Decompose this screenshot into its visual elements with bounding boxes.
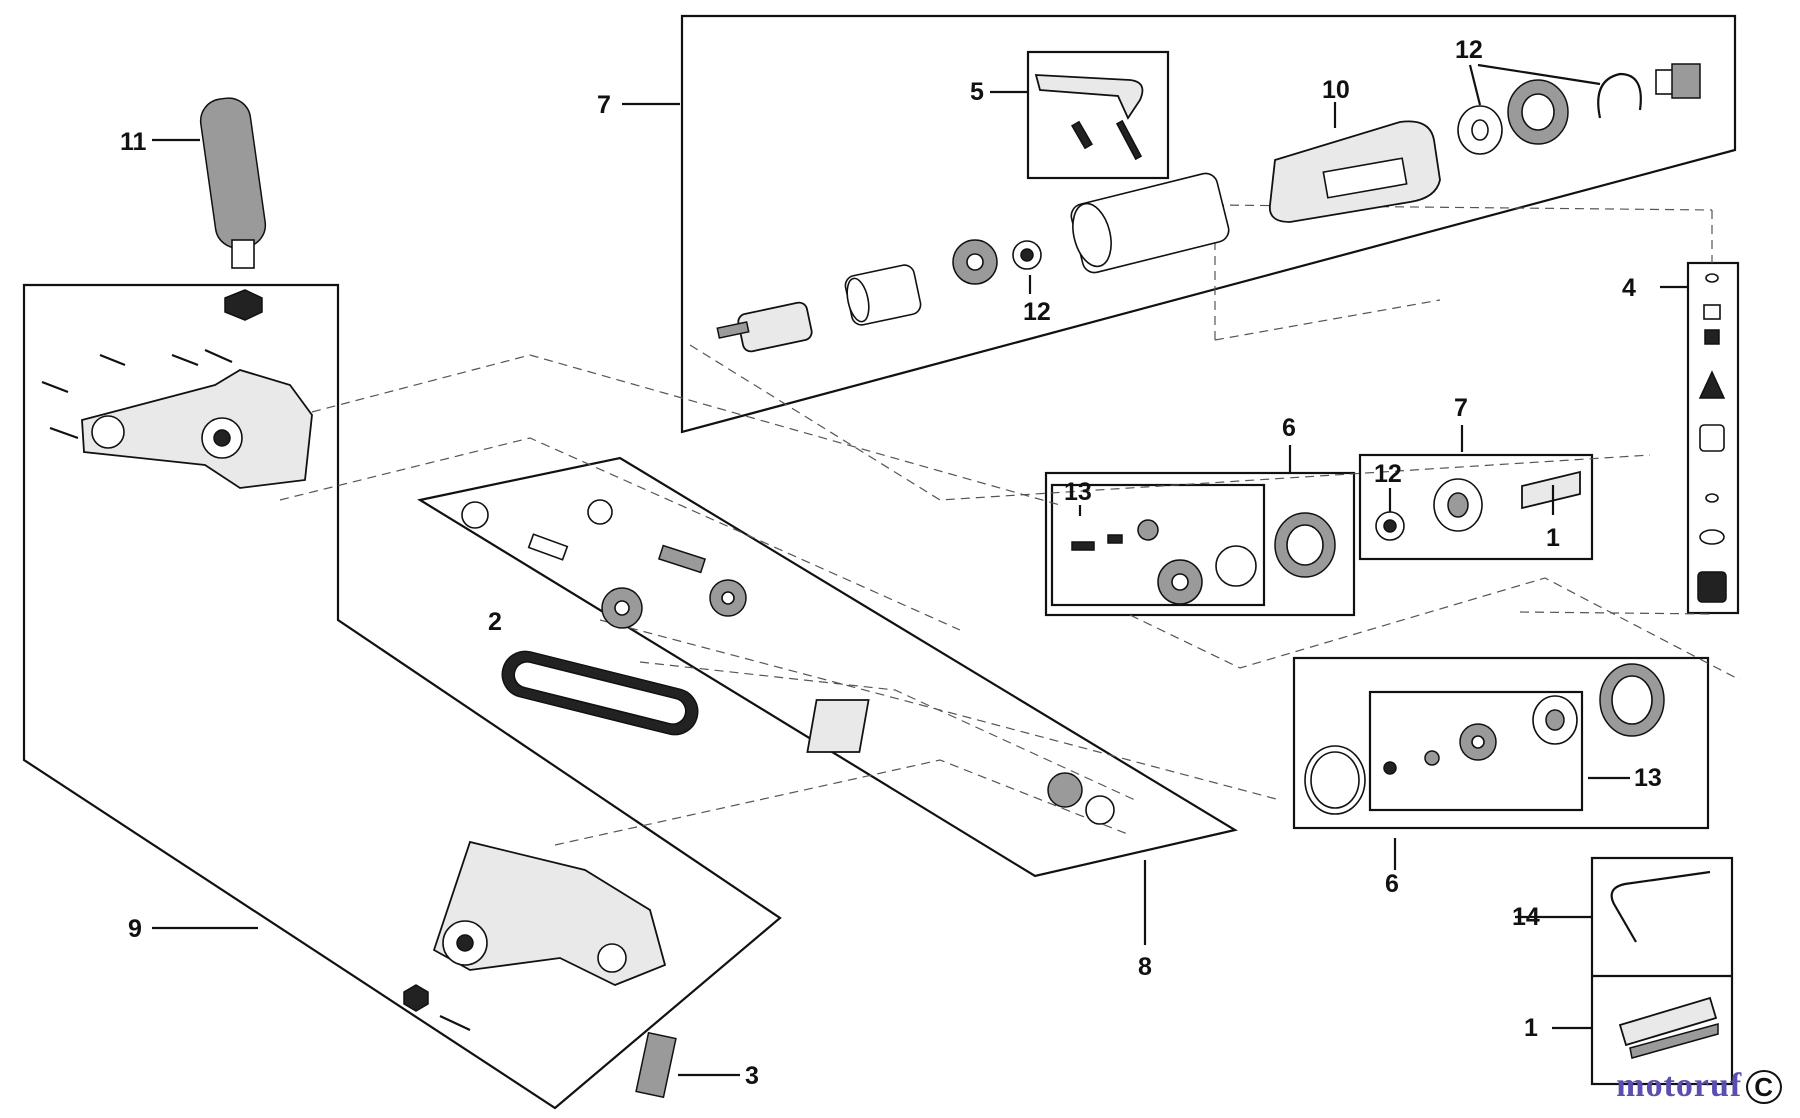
trigger-detail-box: [1026, 50, 1170, 180]
bearing-group-box-7b: [1358, 453, 1594, 561]
bearing-subgroup-box-13a: [1050, 483, 1266, 607]
motor-housing-sleeve-part: [1070, 172, 1230, 274]
side-handle-part: [199, 97, 267, 321]
bearing-group-box-6a: [1044, 471, 1356, 617]
bearing-group-6a-parts: [1071, 512, 1336, 605]
watermark-text: motoruf: [1616, 1067, 1743, 1104]
cylinder-part: [844, 264, 922, 326]
callout-7-motor: 7: [597, 91, 611, 119]
bearing-group-7b-parts: [1375, 470, 1581, 541]
inlet-fitting-part: [1655, 63, 1701, 99]
callout-1-upper: 1: [1546, 524, 1560, 552]
valve-column-box: [1686, 261, 1740, 615]
motor-assembly-panel: [680, 14, 1737, 434]
valve-column-parts: [1697, 273, 1727, 603]
wedge-3-part: [635, 1031, 677, 1099]
callout-12-top: 12: [1455, 36, 1483, 64]
accessory-box: [1590, 856, 1734, 1086]
grip-sleeve-10-part: [1268, 120, 1441, 223]
callout-13-lower: 13: [1634, 764, 1662, 792]
callout-6-upper: 6: [1282, 414, 1296, 442]
guard-fasteners: [403, 984, 471, 1031]
end-plate-part: [952, 239, 998, 285]
callout-12-mid: 12: [1023, 298, 1051, 326]
callout-7-bearing: 7: [1454, 394, 1468, 422]
callout-9-housing: 9: [128, 915, 142, 943]
callout-11-handle: 11: [120, 128, 147, 156]
needle-bearing-12-part: [1507, 79, 1569, 145]
callout-8-geartrain: 8: [1138, 953, 1152, 981]
trigger-lever-part: [1034, 74, 1144, 161]
callout-13-upper: 13: [1064, 478, 1092, 506]
callout-5-trigger: 5: [970, 78, 984, 106]
callout-4-valve: 4: [1622, 274, 1636, 302]
gear-housing-part: [81, 369, 313, 489]
drive-belt-2-part: [501, 650, 699, 736]
callout-leaders: [152, 63, 1688, 1077]
callout-10-grip: 10: [1322, 76, 1350, 104]
assembly-guide-lines: [279, 204, 1741, 846]
callout-1-lower: 1: [1524, 1014, 1538, 1042]
housing-panel: [22, 283, 782, 1110]
rotor-part: [716, 301, 813, 353]
retaining-ring-part: [1597, 72, 1642, 119]
gear-train-parts: [461, 499, 1115, 825]
bearing-group-box-6b: [1292, 656, 1710, 830]
wheel-guard-part: [432, 840, 667, 986]
watermark-mark: C: [1746, 1070, 1782, 1104]
bearing-group-6b-parts: [1304, 663, 1665, 815]
housing-screws: [41, 348, 233, 440]
washer-12-part: [1457, 105, 1503, 155]
hex-key-14-part: [1610, 870, 1711, 943]
callout-6-lower: 6: [1385, 870, 1399, 898]
callout-2-belt: 2: [488, 608, 502, 636]
blade-1-part: [1618, 996, 1719, 1059]
bearing-12-top-part: [1012, 240, 1042, 270]
callout-12-bearing: 12: [1374, 460, 1402, 488]
callout-3-wedge: 3: [745, 1062, 759, 1090]
bearing-subgroup-box-13b: [1368, 690, 1584, 812]
callout-14-hexkey: 14: [1512, 903, 1540, 931]
